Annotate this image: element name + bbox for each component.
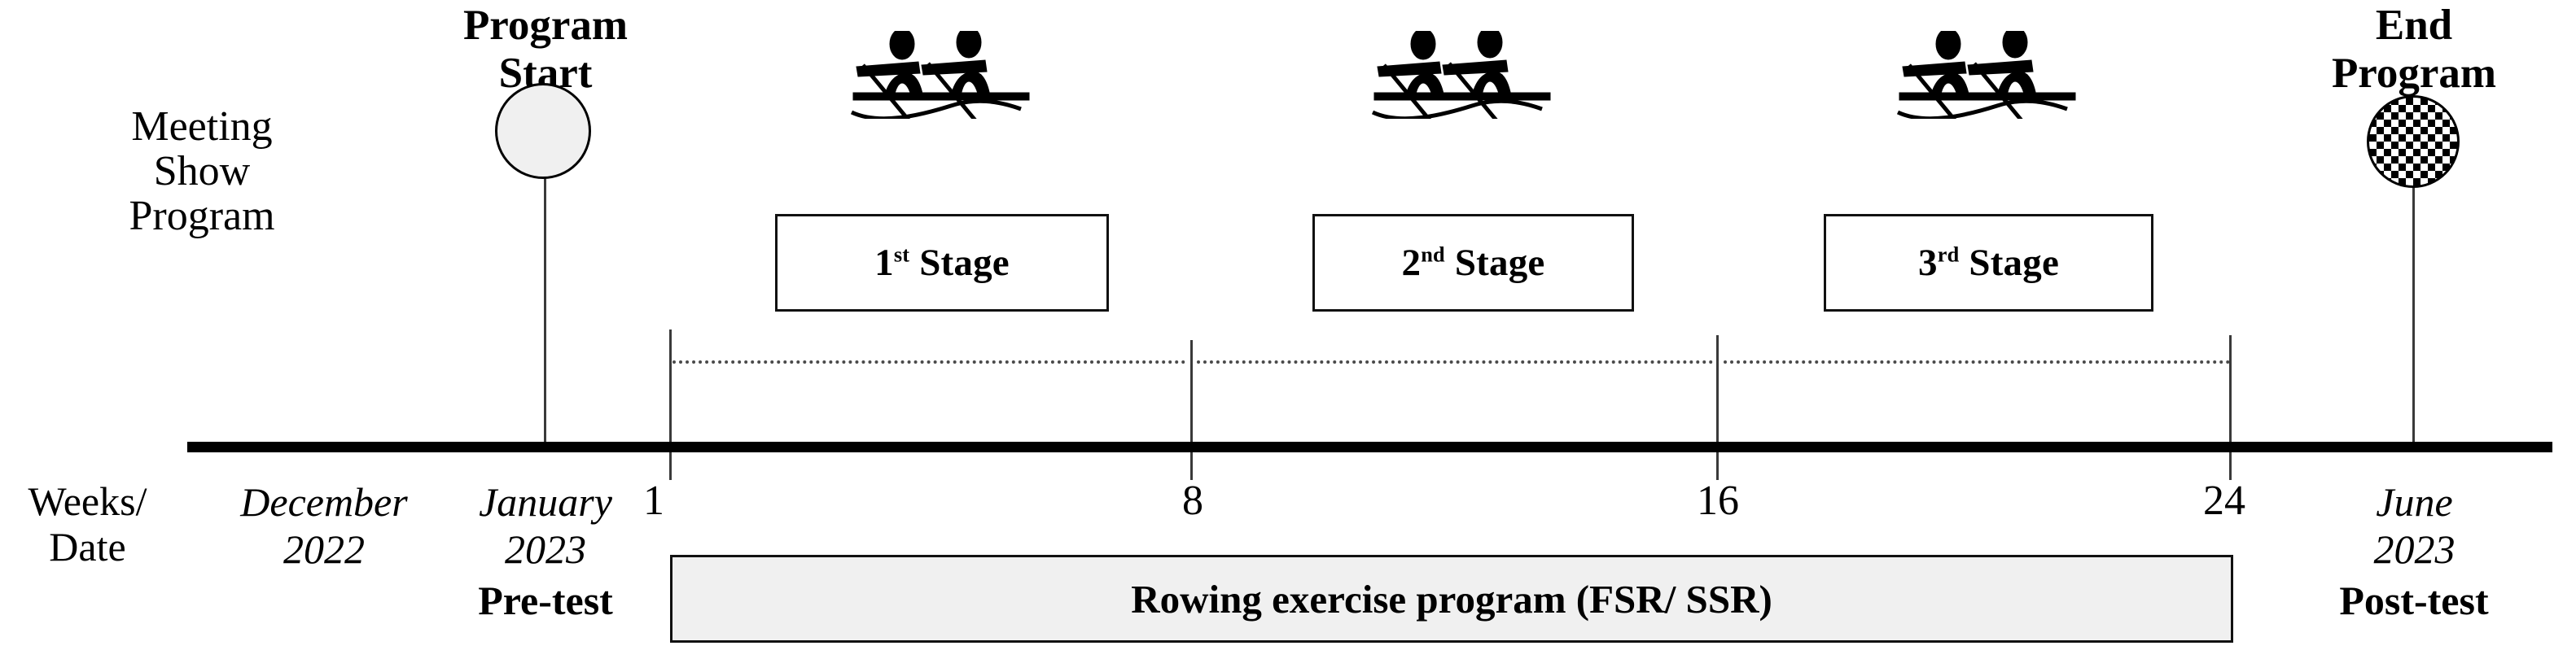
end-program-label-line2: Program bbox=[2331, 50, 2497, 98]
rowing-program-bar[interactable]: Rowing exercise program (FSR/ SSR) bbox=[670, 555, 2233, 643]
stage-span-dotted-3 bbox=[1724, 360, 2230, 364]
stage-box-3[interactable]: 3rd Stage bbox=[1824, 214, 2153, 312]
post-test-text: Post-test bbox=[2339, 578, 2489, 623]
end-program-date: June 2023 bbox=[2311, 478, 2518, 573]
week-tick-1 bbox=[669, 329, 672, 480]
week-tick-label-1: 1 bbox=[643, 478, 664, 524]
program-start-circle-icon bbox=[495, 83, 591, 179]
post-test-label: Post-test bbox=[2304, 579, 2524, 622]
weeks-date-row-label: Weeks/ Date bbox=[0, 478, 175, 569]
stage-3-word: Stage bbox=[1969, 242, 2060, 284]
week-tick-label-8: 8 bbox=[1182, 478, 1203, 524]
program-start-date: January 2023 bbox=[444, 478, 647, 573]
meeting-show-program-note: Meeting Show Program bbox=[88, 104, 316, 238]
end-program-label: End Program bbox=[2280, 2, 2548, 98]
weeks-date-line1: Weeks/ bbox=[28, 478, 147, 524]
meeting-note-line3: Program bbox=[129, 193, 275, 240]
weeks-date-line2: Date bbox=[49, 524, 126, 569]
week-tick-24 bbox=[2229, 335, 2232, 480]
stage-box-1-label: 1st Stage bbox=[874, 241, 1010, 285]
pre-test-text: Pre-test bbox=[478, 578, 613, 623]
pre-test-label: Pre-test bbox=[444, 579, 647, 622]
program-start-date-line2: 2023 bbox=[505, 526, 586, 572]
end-program-date-line2: 2023 bbox=[2373, 526, 2456, 572]
stage-3-ordinal: 3 bbox=[1917, 242, 1938, 284]
stage-1-suffix: st bbox=[893, 242, 910, 267]
stage-2-ordinal: 2 bbox=[1401, 242, 1422, 284]
rowing-pair-icon bbox=[1893, 26, 2088, 124]
week-tick-label-24: 24 bbox=[2203, 478, 2245, 524]
stage-box-2-label: 2nd Stage bbox=[1402, 241, 1545, 285]
week-tick-16 bbox=[1716, 335, 1719, 480]
stage-box-1[interactable]: 1st Stage bbox=[775, 214, 1109, 312]
rowing-pair-icon bbox=[847, 26, 1042, 124]
week-tick-8 bbox=[1190, 340, 1193, 480]
program-start-date-line1: January bbox=[479, 479, 612, 525]
program-start-label-line1: Program bbox=[462, 2, 629, 49]
stage-box-2[interactable]: 2nd Stage bbox=[1312, 214, 1634, 312]
program-start-stem bbox=[544, 130, 546, 449]
rowing-pair-icon bbox=[1368, 26, 1563, 124]
stage-span-dotted-1 bbox=[672, 360, 1185, 364]
meeting-note-line1: Meeting bbox=[131, 103, 273, 150]
program-start-label: Program Start bbox=[423, 2, 668, 98]
stage-span-dotted-2 bbox=[1197, 360, 1713, 364]
stage-box-3-label: 3rd Stage bbox=[1918, 241, 2059, 285]
end-program-label-line1: End bbox=[2375, 2, 2453, 49]
end-program-checkered-flag-icon bbox=[2367, 95, 2460, 188]
week-tick-label-16: 16 bbox=[1697, 478, 1739, 524]
stage-2-suffix: nd bbox=[1421, 242, 1445, 267]
end-program-stem bbox=[2412, 163, 2415, 449]
stage-2-word: Stage bbox=[1454, 242, 1545, 284]
pre-period-date-line2: 2022 bbox=[283, 526, 365, 572]
pre-period-date: December 2022 bbox=[202, 478, 446, 573]
rowing-program-bar-label: Rowing exercise program (FSR/ SSR) bbox=[1131, 576, 1772, 622]
stage-3-suffix: rd bbox=[1937, 242, 1960, 267]
timeline-axis bbox=[187, 442, 2552, 452]
end-program-date-line1: June bbox=[2376, 479, 2453, 525]
pre-period-date-line1: December bbox=[240, 479, 408, 525]
stage-1-word: Stage bbox=[919, 242, 1010, 284]
stage-1-ordinal: 1 bbox=[874, 242, 894, 284]
meeting-note-line2: Show bbox=[153, 148, 251, 195]
